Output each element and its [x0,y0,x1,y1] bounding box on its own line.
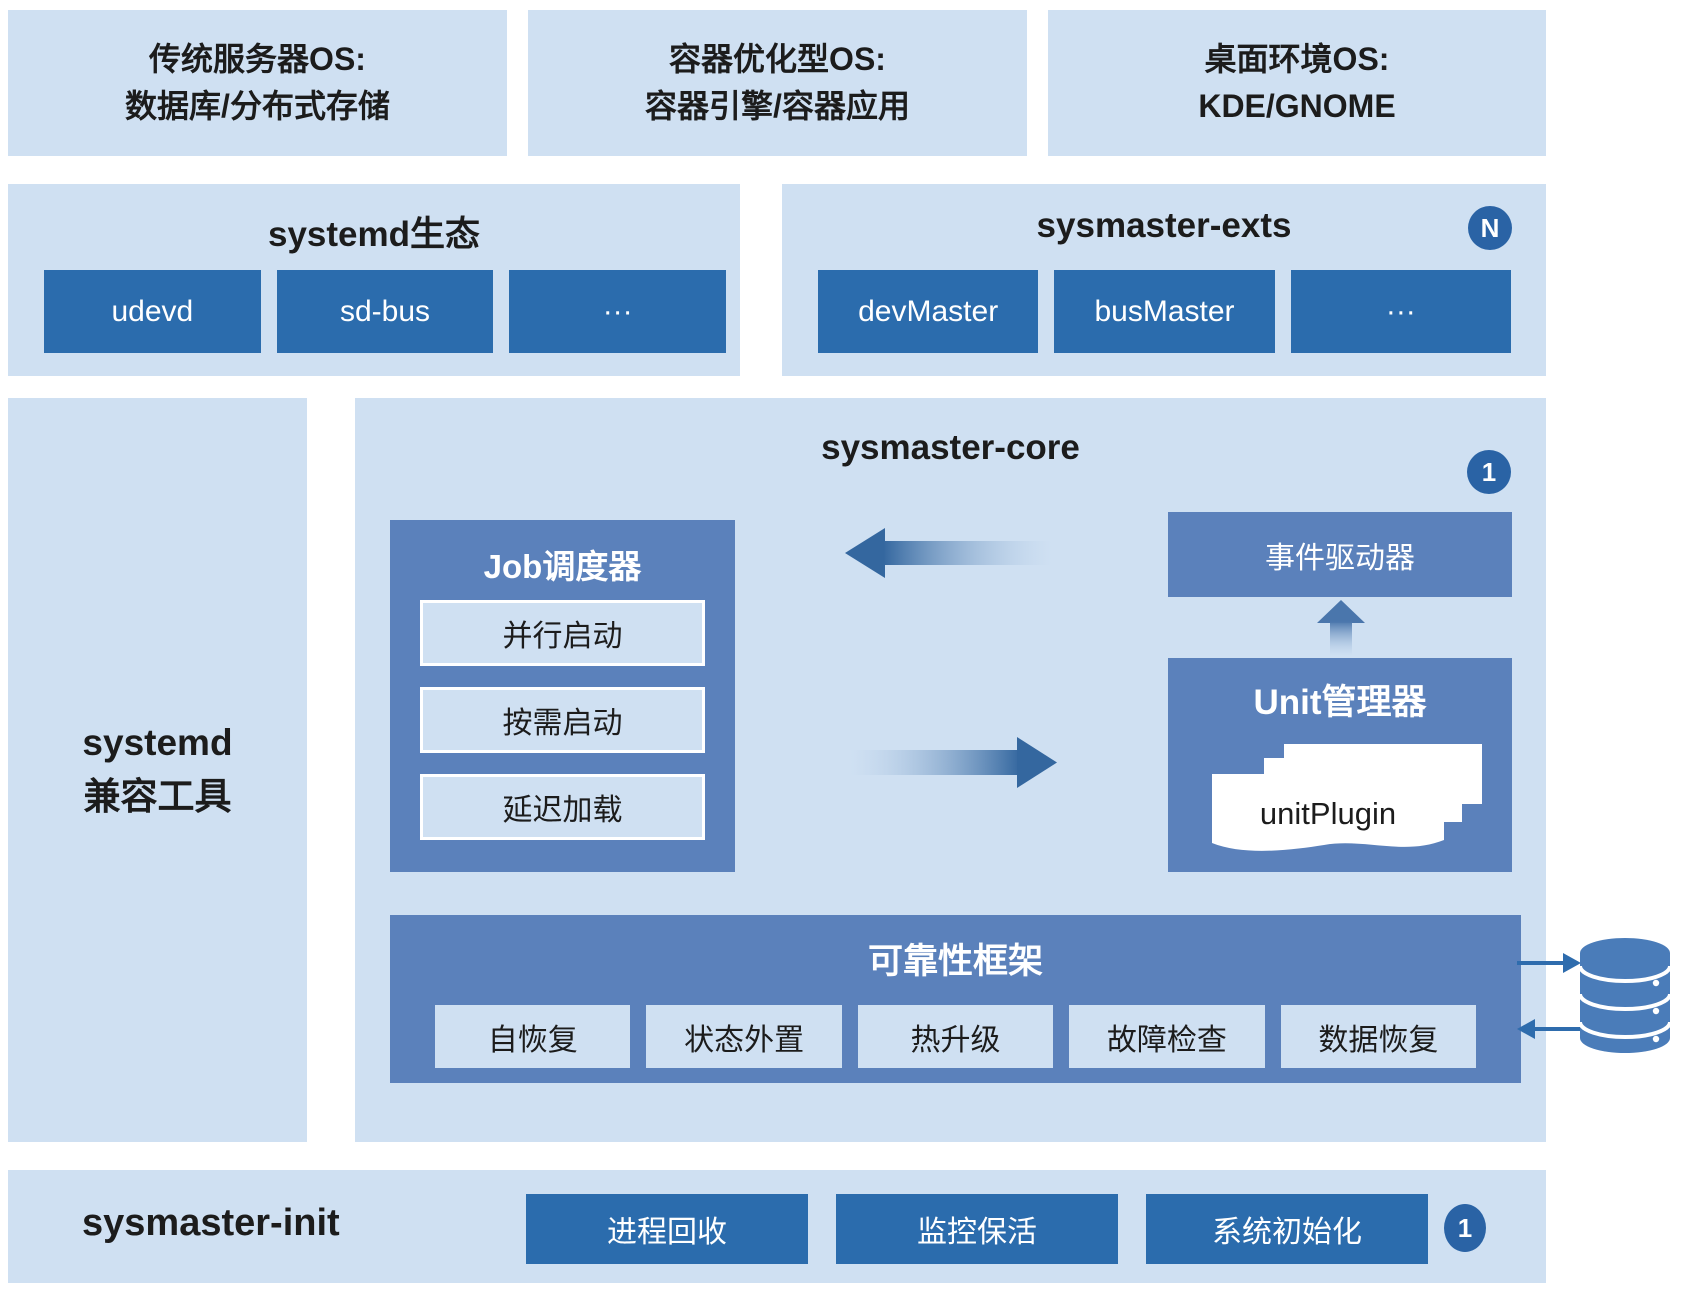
sysmaster-init-items: 进程回收 监控保活 系统初始化 [526,1194,1428,1264]
arrow-to-database-icon [1517,953,1581,973]
reliability-items: 自恢复 状态外置 热升级 故障检查 数据恢复 [435,1005,1477,1068]
reliability-framework-bar: 可靠性框架 自恢复 状态外置 热升级 故障检查 数据恢复 [390,915,1521,1083]
os-box-traditional-server: 传统服务器OS: 数据库/分布式存储 [8,10,507,156]
sysmaster-exts-panel: sysmaster-exts N devMaster busMaster ··· [782,184,1546,376]
os-box-line2: KDE/GNOME [1198,88,1396,124]
sysmaster-exts-title: sysmaster-exts [1036,206,1292,245]
chip-busmaster: busMaster [1054,270,1275,353]
chip-data-recovery: 数据恢复 [1280,1005,1477,1068]
systemd-ecosystem-panel: systemd生态 udevd sd-bus ··· [8,184,740,376]
job-item-parallel-start: 并行启动 [420,600,705,666]
arrow-from-database-icon [1517,1019,1583,1039]
systemd-compat-panel: systemd 兼容工具 [8,398,307,1142]
sysmaster-core-panel: sysmaster-core 1 Job调度器 并行启动 按需启动 延迟加载 事… [355,398,1546,1142]
os-box-line1: 桌面环境OS: [1204,41,1390,77]
chip-udevd: udevd [44,270,261,353]
os-box-container-optimized: 容器优化型OS: 容器引擎/容器应用 [528,10,1027,156]
chip-monitor-keepalive: 监控保活 [836,1194,1118,1264]
sysmaster-init-bar: sysmaster-init 进程回收 监控保活 系统初始化 1 [8,1170,1546,1283]
reliability-title: 可靠性框架 [867,942,1043,981]
os-box-line1: 传统服务器OS: [149,41,366,77]
os-box-line2: 数据库/分布式存储 [125,88,390,124]
job-scheduler-title: Job调度器 [483,548,642,585]
chip-system-initialization: 系统初始化 [1146,1194,1428,1264]
sysmaster-init-title: sysmaster-init [82,1202,340,1244]
chip-hot-upgrade: 热升级 [857,1005,1054,1068]
chip-process-reclaim: 进程回收 [526,1194,808,1264]
job-scheduler-items: 并行启动 按需启动 延迟加载 [420,600,705,861]
left-arrow-icon [845,528,1052,578]
os-box-desktop: 桌面环境OS: KDE/GNOME [1048,10,1546,156]
job-scheduler-box: Job调度器 并行启动 按需启动 延迟加载 [390,520,735,872]
sysmaster-exts-items: devMaster busMaster ··· [818,270,1511,353]
sysmaster-core-title: sysmaster-core [821,428,1080,467]
chip-devmaster: devMaster [818,270,1039,353]
chip-exts-more: ··· [1290,270,1511,353]
compat-line1: systemd [82,722,233,763]
job-item-on-demand-start: 按需启动 [420,687,705,753]
chip-state-externalization: 状态外置 [646,1005,842,1068]
chip-fault-check: 故障检查 [1069,1005,1265,1068]
event-driver-box: 事件驱动器 [1168,512,1512,597]
systemd-ecosystem-items: udevd sd-bus ··· [44,270,727,353]
database-icon [1580,938,1670,1053]
up-arrow-icon [1317,600,1365,656]
os-box-line1: 容器优化型OS: [669,41,886,77]
job-item-lazy-load: 延迟加载 [420,774,705,840]
chip-ecosystem-more: ··· [509,270,727,353]
os-box-line2: 容器引擎/容器应用 [645,88,910,124]
compat-line2: 兼容工具 [83,776,232,817]
count-badge-core: 1 [1467,450,1511,494]
right-arrow-icon [850,737,1057,788]
unit-plugin-pages-icon: unitPlugin [1212,744,1482,851]
count-badge-init: 1 [1444,1204,1486,1252]
chip-sd-bus: sd-bus [276,270,494,353]
unit-plugin-label: unitPlugin [1260,796,1396,831]
count-badge-n: N [1468,206,1512,250]
systemd-ecosystem-title: systemd生态 [267,215,481,254]
chip-self-recovery: 自恢复 [435,1005,631,1068]
unit-manager-title: Unit管理器 [1253,683,1427,722]
unit-manager-box: Unit管理器 unitPlugin [1168,658,1512,872]
